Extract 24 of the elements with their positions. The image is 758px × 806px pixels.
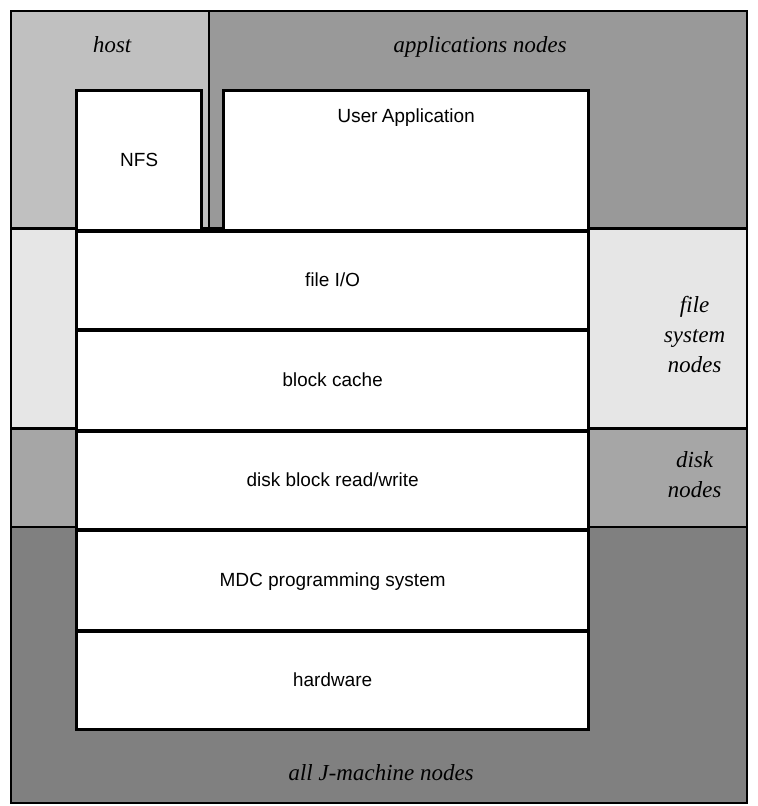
layer-box bbox=[75, 329, 590, 432]
layer-box bbox=[75, 630, 590, 731]
layer-box bbox=[75, 529, 590, 632]
layer-box bbox=[75, 230, 590, 331]
layer-box bbox=[75, 89, 203, 232]
layer-label: disk block read/write bbox=[246, 470, 419, 492]
layer-band bbox=[10, 526, 748, 804]
layer-label: file I/O bbox=[305, 270, 360, 292]
layer-box bbox=[222, 89, 590, 232]
band-label: host bbox=[92, 31, 132, 59]
layer-label: NFS bbox=[120, 150, 158, 172]
layer-label: User Application bbox=[337, 106, 475, 128]
layer-label: hardware bbox=[292, 670, 372, 692]
layer-label: MDC programming system bbox=[220, 570, 446, 592]
layer-band bbox=[10, 10, 210, 229]
band-label: applications nodes bbox=[392, 31, 568, 59]
layer-band bbox=[208, 10, 748, 229]
layer-label: block cache bbox=[282, 370, 383, 392]
layer-band bbox=[10, 428, 748, 528]
layer-box bbox=[75, 430, 590, 531]
band-label: all J-machine nodes bbox=[287, 759, 475, 787]
band-label: disk nodes bbox=[666, 446, 722, 504]
band-label: file system nodes bbox=[662, 291, 726, 379]
layer-band bbox=[10, 228, 748, 429]
